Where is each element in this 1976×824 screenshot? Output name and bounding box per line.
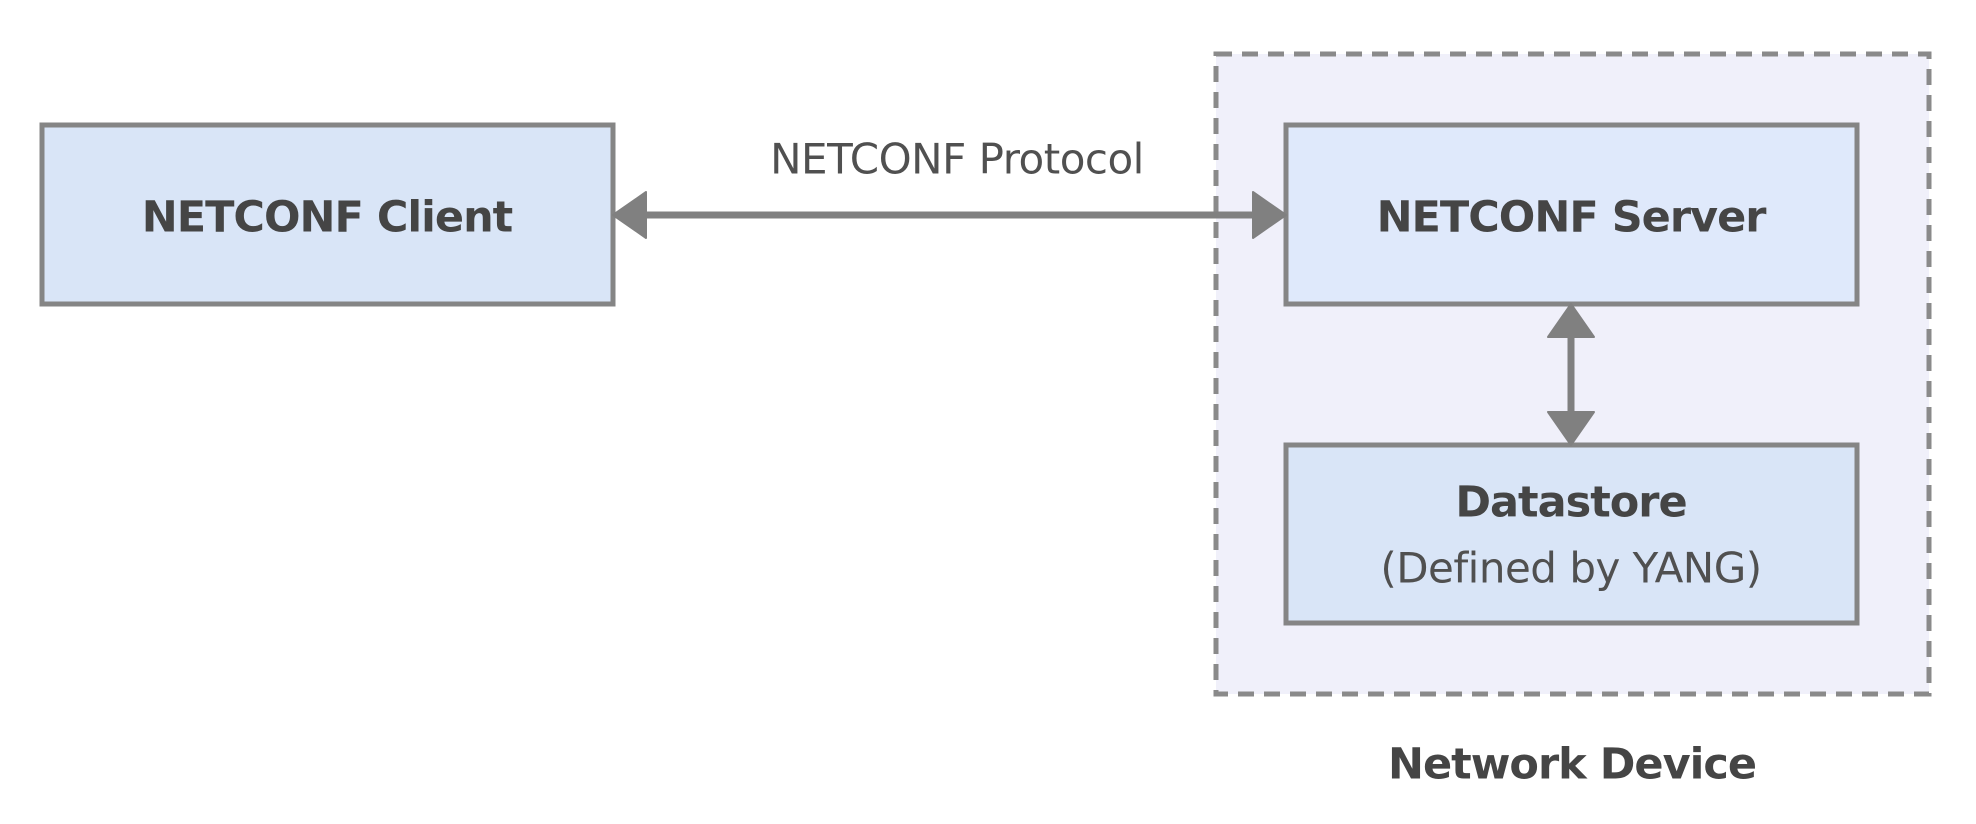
netconf-server-node: NETCONF Server (1283, 122, 1860, 307)
protocol-edge-label: NETCONF Protocol (770, 135, 1144, 184)
server-arrow-up-icon (1547, 303, 1595, 338)
datastore-box (1283, 442, 1860, 626)
datastore-subtitle: (Defined by YANG) (1380, 544, 1761, 593)
netconf-server-box (1283, 122, 1860, 307)
netconf-client-label: NETCONF Client (142, 193, 513, 243)
netconf-protocol-edge: NETCONF Protocol (612, 135, 1287, 239)
datastore-arrow-down-icon (1547, 411, 1595, 446)
protocol-arrow-right-icon (1252, 191, 1287, 239)
netconf-server-label: NETCONF Server (1377, 193, 1768, 243)
network-device-label: Network Device (1388, 740, 1756, 790)
datastore-node: Datastore (Defined by YANG) (1283, 442, 1860, 626)
server-datastore-edge (1547, 303, 1595, 446)
netconf-client-node: NETCONF Client (39, 122, 616, 307)
protocol-arrow-left-icon (612, 191, 647, 239)
netconf-client-box (39, 122, 616, 307)
datastore-title: Datastore (1455, 478, 1686, 528)
